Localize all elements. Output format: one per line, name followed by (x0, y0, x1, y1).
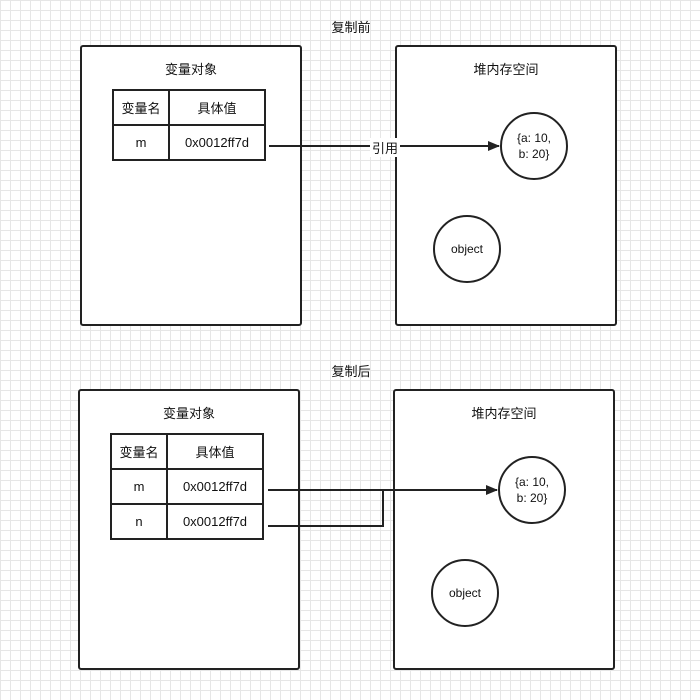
before-heap-object-node: {a: 10, b: 20} (500, 112, 568, 180)
variable-name-cell: m (112, 124, 170, 161)
variable-value-cell: 0x0012ff7d (166, 503, 264, 540)
header-value: 具体值 (168, 89, 266, 126)
table-header-row: 变量名 具体值 (112, 89, 266, 126)
after-heap-title: 堆内存空间 (471, 406, 537, 421)
after-variable-table: 变量名 具体值 m 0x0012ff7d n 0x0012ff7d (110, 433, 264, 540)
before-variable-table: 变量名 具体值 m 0x0012ff7d (112, 89, 266, 161)
table-row: m 0x0012ff7d (110, 468, 264, 505)
after-variable-object-title: 变量对象 (162, 406, 215, 421)
before-variable-object-title: 变量对象 (164, 62, 217, 77)
header-value: 具体值 (166, 433, 264, 470)
before-heap-title: 堆内存空间 (473, 62, 539, 77)
table-row: m 0x0012ff7d (112, 124, 266, 161)
before-object-node: object (433, 215, 501, 283)
before-reference-label: 引用 (370, 138, 401, 157)
before-heap-panel: 堆内存空间 (395, 45, 617, 326)
after-heap-object-node: {a: 10, b: 20} (498, 456, 566, 524)
after-title: 复制后 (331, 364, 371, 379)
table-row: n 0x0012ff7d (110, 503, 264, 540)
header-variable-name: 变量名 (112, 89, 170, 126)
variable-value-cell: 0x0012ff7d (166, 468, 264, 505)
before-variable-object-panel: 变量对象 (80, 45, 302, 326)
variable-name-cell: n (110, 503, 168, 540)
after-heap-panel: 堆内存空间 (393, 389, 615, 670)
variable-value-cell: 0x0012ff7d (168, 124, 266, 161)
before-title: 复制前 (331, 20, 371, 35)
table-header-row: 变量名 具体值 (110, 433, 264, 470)
header-variable-name: 变量名 (110, 433, 168, 470)
variable-name-cell: m (110, 468, 168, 505)
after-object-node: object (431, 559, 499, 627)
